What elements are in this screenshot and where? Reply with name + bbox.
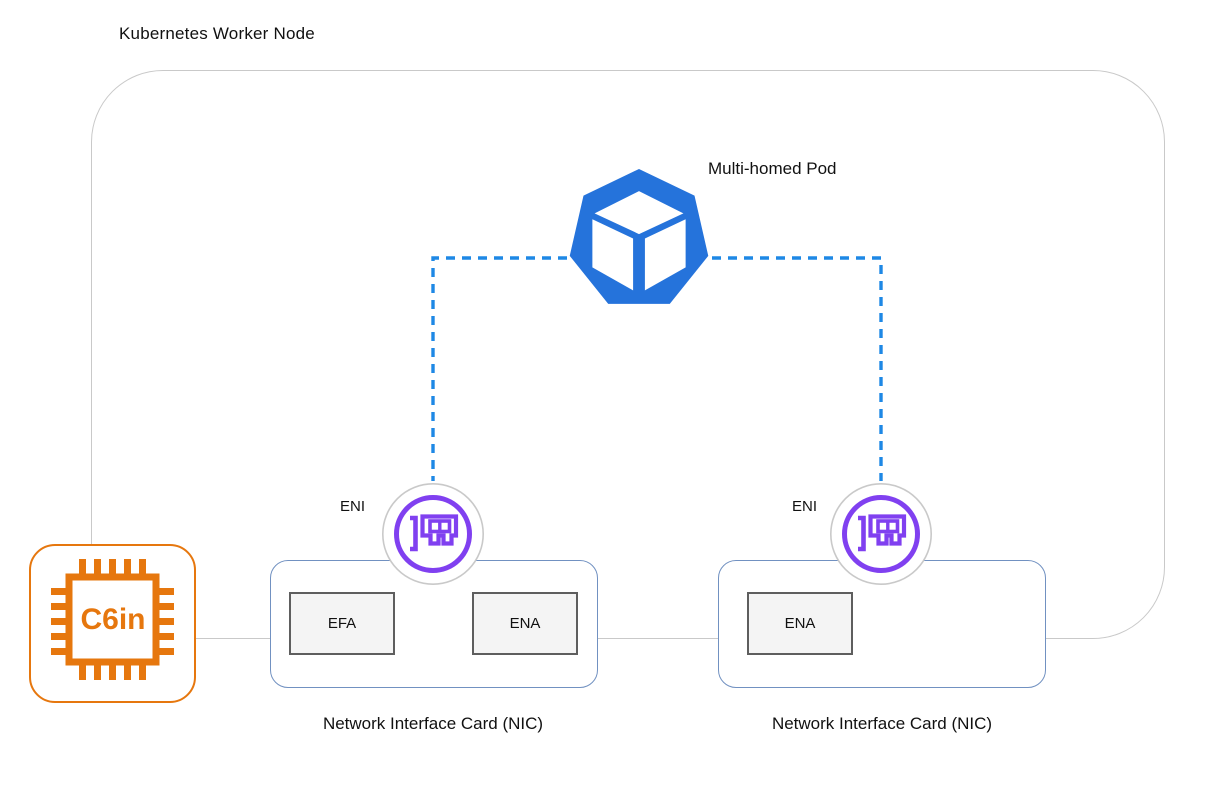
eni-label-left: ENI [340,498,366,515]
nic-label-right: Network Interface Card (NIC) [771,714,993,733]
adapter-ena-right: ENA [747,592,853,655]
worker-node-title: Kubernetes Worker Node [119,24,315,43]
pod-heptagon [569,168,709,304]
processor-chip-icon [51,559,174,680]
adapter-efa: EFA [289,592,395,655]
eni-icon-right [829,482,933,586]
cube-right-face [644,219,686,291]
adapter-ena-right-label: ENA [784,615,816,632]
nic-card-glyph [420,514,459,546]
kubernetes-pod-icon [569,168,709,304]
worker-node-boundary [91,70,1165,639]
pod-label: Multi-homed Pod [708,159,837,178]
eni-icon-left [381,482,485,586]
eni-label-right: ENI [792,498,818,515]
adapter-efa-label: EFA [327,615,357,632]
adapter-ena-left-label: ENA [509,615,541,632]
nic-card-glyph [868,514,907,546]
adapter-ena-left: ENA [472,592,578,655]
instance-label: C6in [80,603,146,636]
nic-bracket-glyph [410,515,418,552]
nic-label-left: Network Interface Card (NIC) [322,714,544,733]
nic-bracket-glyph [858,515,866,552]
cube-left-face [592,219,634,291]
cube-top-face [594,191,684,235]
